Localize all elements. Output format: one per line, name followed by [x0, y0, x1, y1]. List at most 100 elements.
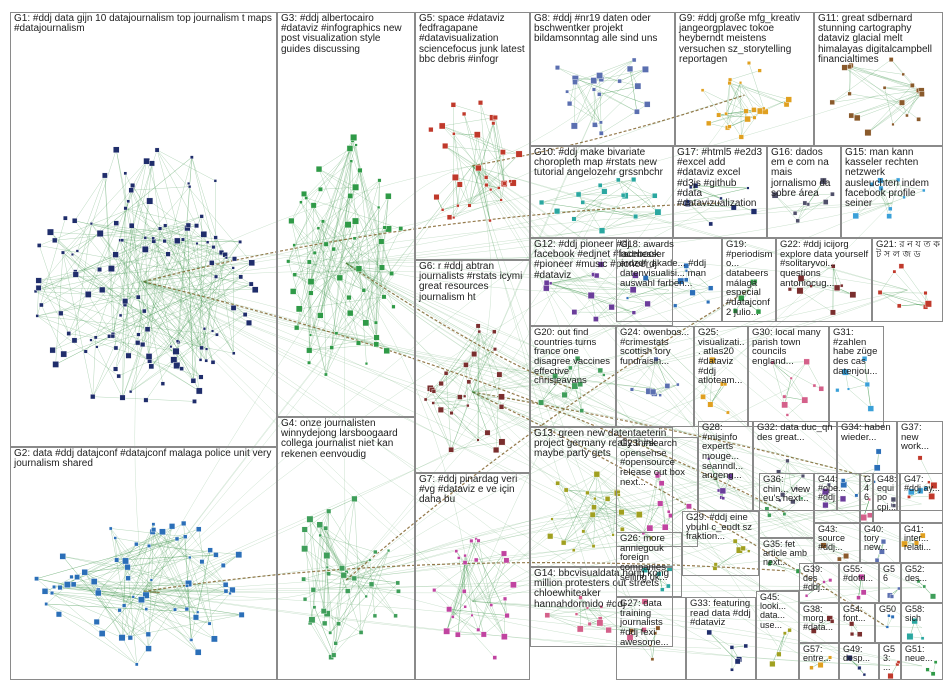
edge	[110, 528, 131, 638]
node	[730, 204, 737, 211]
edge	[325, 528, 370, 561]
node	[510, 581, 517, 589]
node	[123, 171, 128, 176]
node	[95, 345, 99, 349]
edge	[823, 545, 847, 557]
edge	[478, 560, 507, 630]
edge	[782, 475, 804, 495]
edge	[75, 274, 205, 329]
edge	[702, 90, 730, 127]
edge	[464, 591, 505, 637]
inter-group-edge	[143, 281, 858, 629]
edge	[91, 223, 201, 361]
node	[770, 361, 775, 365]
edge	[891, 59, 904, 75]
node	[818, 386, 824, 392]
edge	[479, 331, 500, 375]
node	[423, 397, 428, 402]
node	[879, 548, 885, 555]
edge	[849, 66, 913, 86]
edge	[445, 373, 452, 450]
node	[854, 114, 861, 122]
node	[310, 587, 316, 593]
group-label-g22: G22: #ddj icijorg explore data yourself …	[780, 239, 871, 289]
edge	[138, 283, 252, 335]
edge	[867, 384, 872, 409]
edge	[687, 202, 734, 208]
edge	[41, 268, 112, 306]
node	[135, 294, 141, 300]
edge	[331, 161, 352, 348]
edge	[52, 253, 169, 351]
edge	[318, 169, 377, 323]
node	[869, 182, 874, 187]
edge	[453, 133, 470, 206]
node	[898, 263, 905, 269]
edge	[464, 555, 505, 637]
edge	[55, 262, 252, 365]
inter-group-edge	[345, 262, 787, 514]
group-label-g6: G6: r #ddj abtran journalists #rstats ic…	[419, 261, 526, 303]
group-cell-g19: G19: #periodismo... databeers málaga esp…	[722, 238, 776, 322]
edge	[346, 559, 370, 573]
edge	[309, 241, 382, 351]
node	[463, 394, 467, 398]
group-label-g3: G3: #ddj albertocairo #dataviz #infograp…	[281, 13, 405, 55]
edge	[486, 184, 499, 189]
edge	[122, 240, 250, 324]
edge	[72, 157, 192, 255]
edge	[148, 276, 241, 357]
edge	[464, 555, 473, 616]
inter-group-edge	[345, 262, 726, 478]
node	[477, 329, 481, 334]
edge	[551, 518, 564, 543]
edge	[212, 254, 226, 332]
node	[822, 199, 829, 205]
edge	[201, 254, 226, 348]
node	[591, 544, 596, 548]
node	[108, 526, 113, 531]
edge	[867, 85, 913, 133]
node	[428, 127, 434, 133]
edge	[452, 591, 465, 617]
edge	[88, 161, 147, 295]
node	[108, 265, 115, 272]
node	[347, 309, 354, 317]
edge	[576, 613, 600, 624]
node	[172, 347, 180, 355]
node	[364, 362, 369, 366]
node	[746, 186, 750, 190]
node	[878, 185, 884, 191]
edge	[594, 498, 614, 535]
edge	[308, 290, 365, 363]
node	[122, 603, 127, 608]
edge	[349, 148, 392, 274]
inter-group-edge	[472, 504, 658, 602]
node	[800, 473, 805, 478]
node	[74, 574, 80, 580]
edge	[789, 265, 834, 290]
node	[97, 267, 102, 272]
node	[708, 221, 713, 227]
edge	[91, 223, 177, 352]
node	[352, 217, 359, 225]
edge	[136, 543, 239, 555]
edge	[318, 228, 337, 334]
edge	[591, 295, 648, 305]
inter-group-edge	[345, 262, 922, 549]
edge	[475, 559, 492, 606]
edge	[67, 584, 231, 594]
node	[336, 274, 343, 281]
edge	[98, 543, 137, 594]
edge	[807, 180, 824, 205]
edge	[77, 175, 106, 252]
edge	[215, 237, 235, 354]
node	[192, 399, 197, 404]
node	[509, 179, 517, 187]
node	[596, 72, 603, 79]
edge	[919, 457, 935, 486]
edge	[291, 220, 365, 291]
edge	[355, 221, 377, 338]
node	[456, 181, 463, 188]
edge	[84, 572, 149, 649]
